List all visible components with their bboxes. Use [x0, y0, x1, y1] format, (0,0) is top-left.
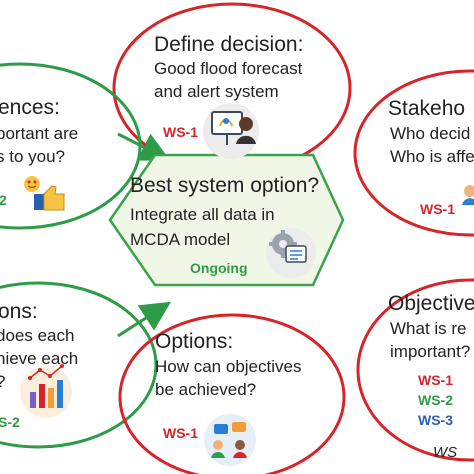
- define-line1: Good flood forecast: [154, 59, 303, 78]
- thumbs-up-icon: [24, 176, 65, 211]
- preferences-ellipse: [0, 62, 142, 230]
- center-line1: Integrate all data in: [130, 205, 275, 224]
- options-title: Options:: [155, 330, 233, 353]
- preferences-line2: s to you?: [0, 147, 65, 166]
- bar-chart-icon: [20, 364, 72, 418]
- evaluation-line1: does each: [0, 326, 74, 345]
- arrow-evaluation-to-center: [117, 301, 172, 338]
- people-icon: [462, 185, 474, 205]
- options-line1: How can objectives: [155, 357, 301, 376]
- presenter-icon: [203, 103, 259, 159]
- objectives-tag1: WS-1: [418, 372, 453, 388]
- define-line2: and alert system: [154, 82, 279, 101]
- evaluation-line3: ?: [0, 372, 5, 391]
- objectives-tag2: WS-2: [418, 392, 453, 408]
- stakeholders-tag: WS-1: [420, 201, 455, 217]
- evaluation-tag: S-2: [0, 414, 20, 430]
- center-status: Ongoing: [190, 260, 248, 276]
- stakeholders-line2: Who is affe: [390, 147, 474, 166]
- stakeholders-title: Stakeho: [388, 97, 465, 120]
- preferences-title: ences:: [0, 96, 60, 119]
- objectives-line2: important?: [390, 342, 470, 361]
- evaluation-ellipse: [0, 281, 158, 449]
- evaluation-title: ons:: [0, 300, 38, 323]
- gear-document-icon: [266, 228, 316, 278]
- options-ellipse: [118, 313, 346, 474]
- center-title: Best system option?: [130, 174, 319, 197]
- objectives-footer: WS: [433, 444, 457, 461]
- stakeholders-line1: Who decid: [390, 124, 470, 143]
- objectives-line1: What is re: [390, 319, 467, 338]
- objectives-tag3: WS-3: [418, 412, 453, 428]
- objectives-title: Objective: [388, 292, 474, 315]
- options-line2: be achieved?: [155, 380, 256, 399]
- define-title: Define decision:: [154, 33, 303, 56]
- objectives-ellipse: [356, 278, 474, 462]
- stakeholders-ellipse: [353, 69, 474, 237]
- define-tag: WS-1: [163, 124, 198, 140]
- preferences-line1: portant are: [0, 124, 78, 143]
- center-line2: MCDA model: [130, 230, 230, 249]
- preferences-tag: 2: [0, 192, 7, 208]
- brainstorm-icon: [204, 414, 256, 466]
- options-tag: WS-1: [163, 425, 198, 441]
- evaluation-line2: hieve each: [0, 349, 78, 368]
